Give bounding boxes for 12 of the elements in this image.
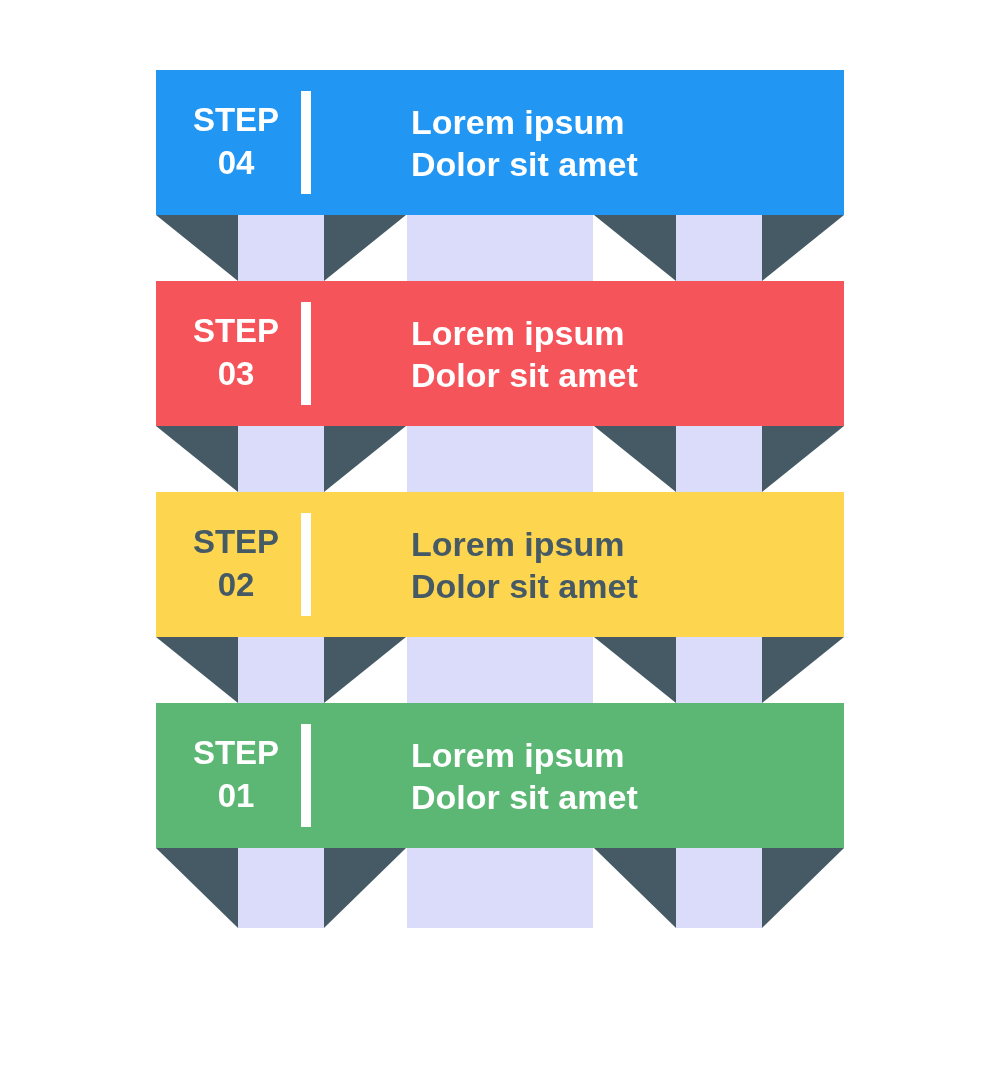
step-banner [156,703,844,848]
step-description: Lorem ipsum Dolor sit amet [411,524,639,607]
step-description: Lorem ipsum Dolor sit amet [411,102,639,185]
step-banner [156,70,844,215]
step-banner [156,281,844,426]
step-description: Lorem ipsum Dolor sit amet [411,313,639,396]
step-number: STEP 03 [191,311,281,394]
step-number: STEP 04 [191,100,281,183]
step-description: Lorem ipsum Dolor sit amet [411,735,639,818]
step-banner [156,492,844,637]
step-number: STEP 01 [191,733,281,816]
step-number: STEP 02 [191,522,281,605]
